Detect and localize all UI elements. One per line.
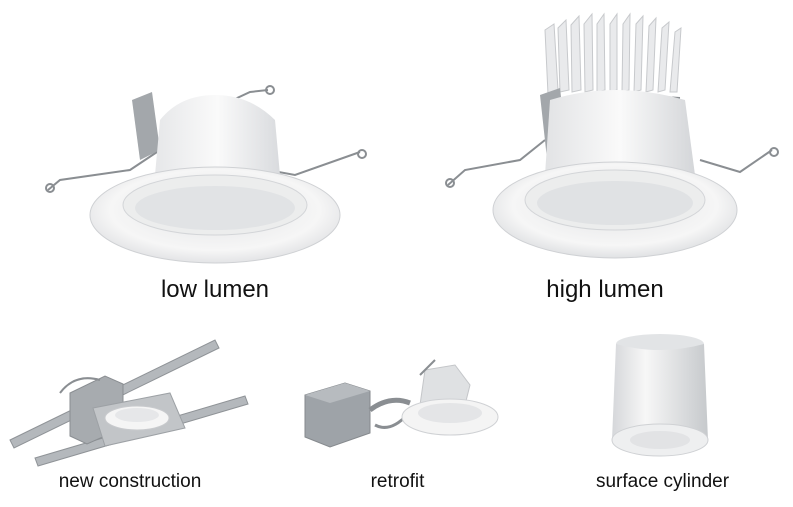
product-retrofit — [295, 355, 515, 465]
product-surface-cylinder — [600, 330, 720, 465]
product-new-construction — [5, 318, 255, 468]
new-construction-image — [9, 339, 249, 467]
high-lumen-downlight-image — [445, 12, 779, 259]
surface-cylinder-image — [611, 334, 709, 457]
label-surface-cylinder: surface cylinder — [595, 471, 730, 492]
low-lumen-downlight-image — [45, 85, 367, 264]
label-low-lumen: low lumen — [160, 276, 270, 303]
label-new-construction: new construction — [58, 471, 202, 492]
label-high-lumen: high lumen — [546, 276, 664, 303]
product-low-lumen — [40, 80, 390, 280]
retrofit-image — [304, 359, 499, 448]
product-high-lumen — [440, 10, 790, 280]
label-retrofit: retrofit — [370, 471, 425, 492]
